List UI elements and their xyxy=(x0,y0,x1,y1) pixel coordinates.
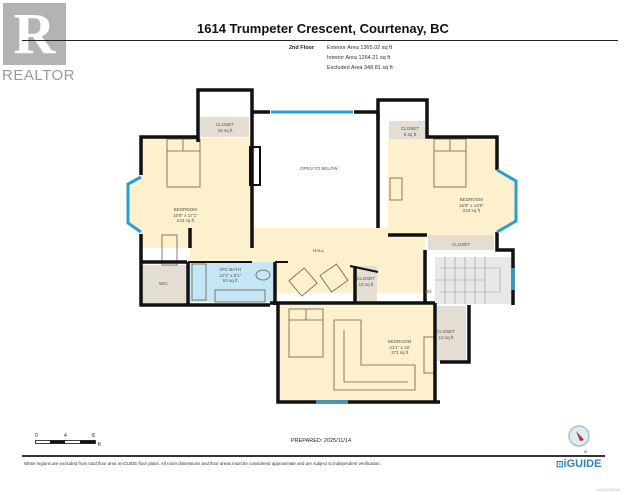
room-name: WIC xyxy=(159,281,168,286)
scale-tick-0: 0 xyxy=(35,433,38,439)
room-name: HALL xyxy=(313,248,325,253)
room-bedroom-left: BEDROOM 16'9" x 17'1" 243 sq ft xyxy=(173,207,198,224)
room-name: CLOSET xyxy=(401,126,420,131)
room-dims: 16'9" x 17'1" xyxy=(173,212,198,218)
room-closet-left: CLOSET 15 sq ft xyxy=(216,122,234,133)
bedroom-bottom-fill xyxy=(280,305,435,401)
realtor-logo-mark: R xyxy=(13,1,56,66)
realtor-logo-box xyxy=(3,3,66,65)
room-name: BEDROOM xyxy=(173,207,197,212)
footer-divider xyxy=(22,455,605,457)
scale-bar xyxy=(35,440,96,444)
closet-left-fill xyxy=(200,117,249,137)
room-dims: 16'9" x 13'5" xyxy=(459,202,484,208)
exterior-area: Exterior Area 1365.02 sq ft xyxy=(327,45,393,51)
windows xyxy=(126,110,518,404)
page-title: 1614 Trumpeter Crescent, Courtenay, BC xyxy=(197,21,449,36)
stairs-direction: DN xyxy=(425,289,432,294)
prepared-date: PREPARED: 2025/11/14 xyxy=(291,438,352,444)
closet-bottom-fill xyxy=(437,306,466,361)
room-closet-right: CLOSET xyxy=(452,242,470,248)
room-name: BEDROOM xyxy=(459,197,483,202)
room-area: 13 sq ft xyxy=(358,281,374,287)
room-bath: 4PC BATH 12'1" x 5'1" 63 sq ft xyxy=(219,267,241,284)
room-area: 210 sq ft xyxy=(462,208,480,213)
scale-tick-8: 8 xyxy=(92,433,95,439)
furniture xyxy=(161,138,467,391)
room-name: OPEN TO BELOW xyxy=(300,166,338,171)
room-bedroom-bottom: BEDROOM 21'1" x 19' 373 sq ft xyxy=(388,339,411,356)
room-area: 243 sq ft xyxy=(176,218,194,223)
floor-label: 2nd Floor xyxy=(289,45,315,51)
walls xyxy=(139,88,515,404)
realtor-logo: R REALTOR xyxy=(0,0,74,88)
bath-fill xyxy=(188,262,275,302)
closet-right-top-fill xyxy=(389,121,427,139)
wic-fill xyxy=(141,265,186,303)
closet-hall-fill xyxy=(355,266,377,303)
room-name: CLOSET xyxy=(357,276,376,281)
scale-unit: ft xyxy=(98,442,101,448)
interior-area: Interior Area 1264.21 sq ft xyxy=(327,55,391,61)
room-name: CLOSET xyxy=(452,242,471,247)
room-name: CLOSET xyxy=(216,122,235,127)
scale-tick-4: 4 xyxy=(64,433,67,439)
window-box-left xyxy=(249,146,261,186)
room-name: 4PC BATH xyxy=(219,267,241,272)
closet-right-fill xyxy=(428,235,494,250)
compass-label: N xyxy=(584,449,587,454)
excluded-area: Excluded Area 348.81 sq ft xyxy=(327,65,393,71)
room-area: 13 sq ft xyxy=(438,334,454,340)
room-open-to-below: OPEN TO BELOW xyxy=(300,166,338,172)
room-dims: 21'1" x 19' xyxy=(389,344,410,350)
room-closet-right-top: CLOSET 8 sq ft xyxy=(401,126,419,137)
room-area: 8 sq ft xyxy=(403,131,417,137)
room-area: 373 sq ft xyxy=(391,350,409,355)
stairs-fill xyxy=(435,257,513,304)
stairs-label: DN xyxy=(425,289,432,295)
iguide-logo-icon: ⊡ xyxy=(556,459,564,469)
room-area: 15 sq ft xyxy=(217,127,233,133)
room-wic: WIC xyxy=(159,281,168,287)
stair-treads xyxy=(435,257,501,304)
room-area: 63 sq ft xyxy=(222,278,238,283)
bedroom-left-fill xyxy=(128,137,252,248)
room-dims: 12'1" x 5'1" xyxy=(219,272,242,278)
iguide-brand-text: iGUIDE xyxy=(563,458,602,470)
room-closet-hall: CLOSET 13 sq ft xyxy=(357,276,375,287)
disclaimer: White regions are excluded from total fl… xyxy=(24,461,381,466)
compass-icon xyxy=(568,425,590,447)
title-divider xyxy=(22,40,618,41)
room-closet-bottom: CLOSET 13 sq ft xyxy=(437,329,455,340)
room-bedroom-right: BEDROOM 16'9" x 13'5" 210 sq ft xyxy=(459,197,484,214)
room-name: BEDROOM xyxy=(388,339,412,344)
mls-id: MLS#1008256 xyxy=(597,488,620,492)
iguide-logo: ⊡iGUIDE xyxy=(556,458,601,470)
realtor-logo-text: REALTOR xyxy=(2,67,75,84)
room-name: CLOSET xyxy=(437,329,456,334)
room-hall: HALL xyxy=(313,248,324,254)
